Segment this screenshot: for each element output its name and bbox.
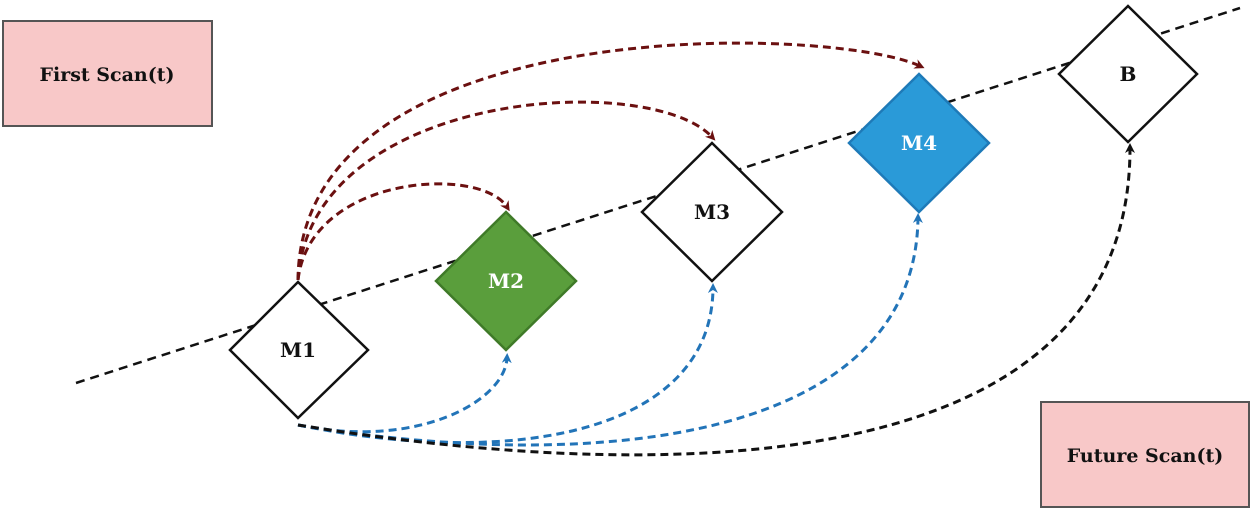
node-b-label: B [1120,62,1137,86]
node-m4 [847,72,991,214]
first-scan-label: First Scan(t) [40,64,175,86]
node-b [1057,4,1199,144]
node-m1-label: M1 [280,338,316,362]
node-m2-label: M2 [488,269,524,293]
node-m3 [640,141,784,283]
arrow-m1-to-m3-red [296,100,716,281]
node-m2 [434,210,578,352]
future-scan-box [1040,401,1250,508]
node-m4-label: M4 [901,131,937,155]
future-scan-label: Future Scan(t) [1067,445,1223,467]
arrow-m1-to-m4-red [296,41,925,281]
node-m1 [228,280,370,420]
first-scan-box [2,20,213,127]
arrow-m1-to-m4-blue [297,213,923,447]
arrow-m1-to-m2-red [296,182,510,281]
node-m3-label: M3 [694,200,730,224]
